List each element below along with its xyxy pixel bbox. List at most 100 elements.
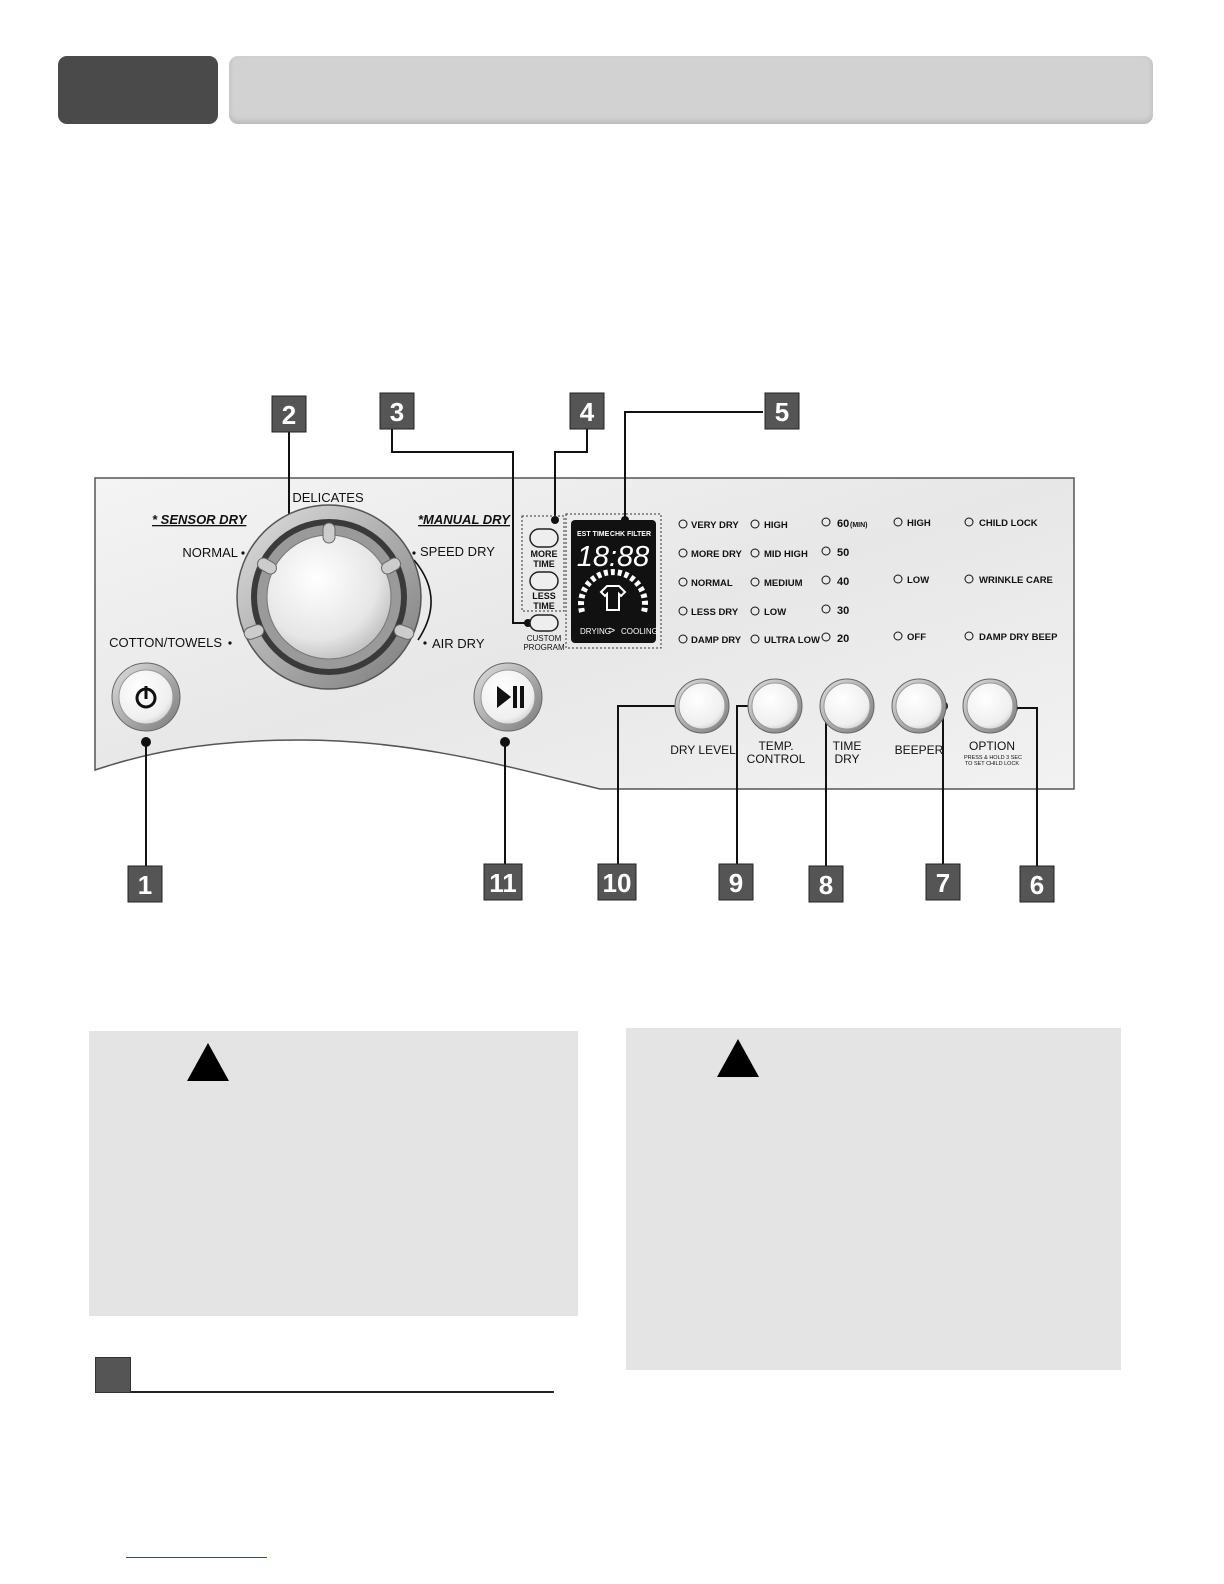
footer-link-underline — [126, 1557, 267, 1558]
time-dry-opt-3: 30 — [837, 605, 849, 617]
option-opt-1: WRINKLE CARE — [979, 575, 1053, 586]
leader-10 — [617, 705, 683, 868]
time-dry-opt-4: 20 — [837, 633, 849, 645]
less-time-label-1: LESS — [532, 591, 556, 601]
lcd-progress-arc — [578, 569, 648, 613]
option-opt-0: CHILD LOCK — [979, 518, 1038, 529]
more-time-button[interactable] — [529, 528, 559, 548]
more-time-label-1: MORE — [531, 549, 558, 559]
dry-level-opt-4: DAMP DRY — [691, 635, 742, 646]
manual-dry-label: *MANUAL DRY — [418, 512, 511, 527]
temp-opt-2: MEDIUM — [764, 578, 803, 589]
lcd-est-time: EST TIME — [577, 531, 610, 538]
beeper-opt-0: HIGH — [907, 518, 931, 529]
dry-level-button-label: DRY LEVEL — [670, 743, 736, 757]
control-panel-diagram: 2 3 4 5 1 11 10 9 8 7 6 * SENSOR DRY *MA… — [94, 392, 1075, 903]
callout-5: 5 — [775, 397, 789, 427]
temp-opt-0: HIGH — [764, 520, 788, 531]
temp-opt-4: ULTRA LOW — [764, 635, 820, 646]
temp-control-label-1: TEMP. — [758, 739, 793, 753]
caution-box-left — [89, 1031, 578, 1316]
dry-level-button[interactable] — [674, 678, 730, 734]
lcd-digits: 18:88 — [577, 541, 650, 573]
custom-program-button[interactable] — [529, 614, 559, 632]
time-buttons-group — [521, 515, 565, 612]
start-pause-button[interactable] — [473, 662, 543, 732]
manual-dry-arc — [413, 559, 432, 641]
warning-icon — [717, 1039, 759, 1077]
shirt-icon — [599, 585, 627, 611]
less-time-label-2: TIME — [533, 601, 555, 611]
callout-6: 6 — [1030, 870, 1044, 900]
beeper-button[interactable] — [891, 678, 947, 734]
cycle-speed-dry: SPEED DRY — [420, 544, 495, 559]
option-button-label: OPTION — [969, 739, 1015, 753]
beeper-button-label: BEEPER — [895, 743, 944, 757]
time-dry-label-2: DRY — [834, 752, 859, 766]
lcd-chk-filter: CHK FILTER — [610, 531, 651, 538]
callout-7: 7 — [936, 868, 950, 898]
leader-3 — [391, 428, 528, 624]
lcd-display — [571, 520, 656, 643]
option-opt-2: DAMP DRY BEEP — [979, 632, 1058, 643]
temp-opt-1: MID HIGH — [764, 549, 808, 560]
section-rule — [131, 1391, 554, 1393]
option-indicators: CHILD LOCK WRINKLE CARE DAMP DRY BEEP — [964, 517, 1058, 643]
less-time-button[interactable] — [529, 571, 559, 591]
dry-level-opt-2: NORMAL — [691, 578, 733, 589]
option-sub-label-2: TO SET CHILD LOCK — [965, 761, 1020, 767]
time-dry-opt-2: 40 — [837, 576, 849, 588]
cycle-delicates: DELICATES — [292, 490, 364, 505]
callout-box-3 — [379, 392, 415, 430]
temp-indicators: HIGH MID HIGH MEDIUM LOW ULTRA LOW — [750, 519, 820, 646]
callout-8: 8 — [819, 870, 833, 900]
callout-box-10 — [597, 863, 637, 901]
cycle-normal: NORMAL — [182, 545, 238, 560]
dry-level-opt-1: MORE DRY — [691, 549, 743, 560]
time-dry-button[interactable] — [819, 678, 875, 734]
cycle-selector-knob[interactable] — [236, 504, 422, 690]
option-sub-label-1: PRESS & HOLD 3 SEC — [964, 755, 1022, 761]
callout-9: 9 — [729, 868, 743, 898]
lcd-drying: DRYING — [580, 627, 611, 636]
cycle-cotton-towels: COTTON/TOWELS — [109, 635, 222, 650]
custom-program-label-2: PROGRAM — [523, 643, 565, 652]
display-outline — [565, 513, 662, 649]
dry-level-indicators: VERY DRY MORE DRY NORMAL LESS DRY DAMP D… — [678, 519, 743, 646]
leader-5 — [624, 411, 763, 520]
dry-level-opt-0: VERY DRY — [691, 520, 739, 531]
power-button[interactable] — [111, 662, 181, 732]
callout-box-7 — [925, 863, 961, 901]
time-dry-label-1: TIME — [833, 739, 862, 753]
callout-4: 4 — [580, 397, 595, 427]
section-marker — [95, 1357, 131, 1393]
temp-control-label-2: CONTROL — [747, 752, 806, 766]
callout-box-5 — [764, 392, 800, 430]
time-dry-opt-0: 60 — [837, 518, 849, 530]
time-dry-opt-1: 50 — [837, 547, 849, 559]
dry-level-opt-3: LESS DRY — [691, 607, 739, 618]
callout-1: 1 — [138, 870, 152, 900]
more-time-label-2: TIME — [533, 559, 555, 569]
leader-4 — [554, 428, 588, 520]
lcd-arrow: > — [609, 625, 615, 637]
temp-control-button[interactable] — [747, 678, 803, 734]
callout-box-1 — [127, 865, 163, 903]
callout-box-4 — [569, 392, 605, 430]
callout-3: 3 — [390, 397, 404, 427]
callout-11: 11 — [489, 868, 517, 898]
option-button[interactable] — [962, 678, 1018, 734]
custom-program-label-1: CUSTOM — [527, 634, 562, 643]
warning-icon — [187, 1043, 229, 1081]
beeper-opt-2: OFF — [907, 632, 926, 643]
callout-box-9 — [718, 863, 754, 901]
section-title-bar — [229, 56, 1153, 124]
sensor-dry-label: * SENSOR DRY — [152, 512, 248, 527]
temp-opt-3: LOW — [764, 607, 786, 618]
section-tab — [58, 56, 218, 124]
leader-6 — [1013, 707, 1038, 868]
caution-box-right — [626, 1028, 1121, 1370]
callout-box-6 — [1019, 865, 1055, 903]
lcd-cooling: COOLING — [621, 627, 658, 636]
callout-10: 10 — [603, 868, 632, 898]
